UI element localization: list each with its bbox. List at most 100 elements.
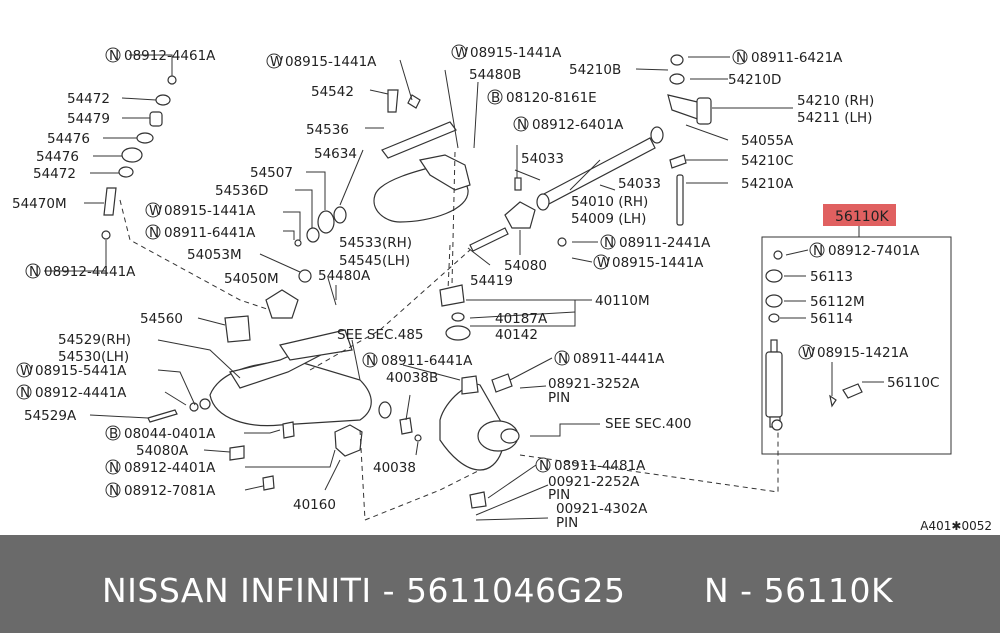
- highlight-text-layer: 56110K: [835, 209, 890, 225]
- svg-text:N: N: [736, 50, 746, 66]
- label-56114: 56114: [810, 311, 853, 327]
- label-54472-b: 54472: [33, 166, 76, 182]
- label-54053M: 54053M: [187, 247, 242, 263]
- label-54470M: 54470M: [12, 196, 67, 212]
- svg-text:N: N: [109, 48, 119, 64]
- label-pin-2: PIN: [548, 487, 570, 503]
- label-08911-6441A-mid: 08911-6441A: [164, 225, 256, 241]
- footer-bar: NISSAN INFINITI - 5611046G25 N - 56110K: [0, 535, 1000, 633]
- footer-brand-part-number: NISSAN INFINITI - 5611046G25: [102, 571, 626, 610]
- label-08915-1421A: 08915-1421A: [817, 345, 909, 361]
- label-08921-3252A: 08921-3252A: [548, 376, 640, 392]
- label-54211: 54211 (LH): [797, 110, 872, 126]
- label-08911-6441A-low: 08911-6441A: [381, 353, 473, 369]
- label-54536D: 54536D: [215, 183, 268, 199]
- label-54033-b: 54033: [618, 176, 661, 192]
- label-08915-1441A-mid: 08915-1441A: [164, 203, 256, 219]
- label-see-sec-400: SEE SEC.400: [605, 416, 692, 432]
- shock-absorber-box: N W: [761, 226, 952, 455]
- label-08912-6401A: 08912-6401A: [532, 117, 624, 133]
- ball-joint-knuckle: N N: [439, 284, 600, 521]
- label-40110M: 40110M: [595, 293, 650, 309]
- label-54080A: 54080A: [136, 443, 189, 459]
- svg-text:N: N: [366, 353, 376, 369]
- tension-rod: W B N N W: [444, 44, 664, 271]
- label-40160: 40160: [293, 497, 336, 513]
- label-pin-1: PIN: [548, 390, 570, 406]
- label-54080: 54080: [504, 258, 547, 274]
- svg-text:B: B: [109, 426, 118, 442]
- label-54210B: 54210B: [569, 62, 621, 78]
- svg-text:B: B: [491, 90, 500, 106]
- label-08915-1441A-low: 08915-1441A: [612, 255, 704, 271]
- label-54529: 54529(RH): [58, 332, 131, 348]
- dashed-leaders: [119, 151, 779, 521]
- label-08915-5441A: 08915-5441A: [35, 363, 127, 379]
- label-08912-4461A: 08912-4461A: [124, 48, 216, 64]
- label-08044-0401A: 08044-0401A: [124, 426, 216, 442]
- label-54560: 54560: [140, 311, 183, 327]
- label-54479: 54479: [67, 111, 110, 127]
- label-40038B: 40038B: [386, 370, 438, 386]
- label-54536: 54536: [306, 122, 349, 138]
- label-56112M: 56112M: [810, 294, 865, 310]
- svg-text:N: N: [20, 385, 30, 401]
- svg-text:N: N: [109, 483, 119, 499]
- label-08120-8161E: 08120-8161E: [506, 90, 597, 106]
- label-54529A: 54529A: [24, 408, 77, 424]
- label-54480B: 54480B: [469, 67, 521, 83]
- label-54634: 54634: [314, 146, 357, 162]
- label-08911-6421A: 08911-6421A: [751, 50, 843, 66]
- svg-text:W: W: [455, 45, 468, 61]
- diagram-reference-code: A401✱0052: [920, 519, 992, 533]
- svg-text:N: N: [604, 235, 614, 251]
- upper-arm-assembly: W W N: [145, 53, 471, 319]
- svg-text:N: N: [29, 264, 39, 280]
- label-54210D: 54210D: [728, 72, 781, 88]
- label-54055A: 54055A: [741, 133, 794, 149]
- label-08915-1441A-right: 08915-1441A: [470, 45, 562, 61]
- label-54010: 54010 (RH): [571, 194, 648, 210]
- label-54472-a: 54472: [67, 91, 110, 107]
- svg-text:N: N: [109, 460, 119, 476]
- stabilizer-link: N: [599, 49, 793, 226]
- label-54530: 54530(LH): [58, 349, 129, 365]
- label-08912-7401A: 08912-7401A: [828, 243, 920, 259]
- highlighted-part-label: 56110K: [835, 209, 890, 225]
- svg-text:W: W: [597, 255, 610, 271]
- label-40142: 40142: [495, 327, 538, 343]
- parts-diagram: N N W: [12, 44, 952, 531]
- label-40038: 40038: [373, 460, 416, 476]
- label-40187A: 40187A: [495, 311, 548, 327]
- svg-text:W: W: [20, 363, 33, 379]
- label-08911-2441A: 08911-2441A: [619, 235, 711, 251]
- label-54210A: 54210A: [741, 176, 794, 192]
- svg-text:N: N: [558, 351, 568, 367]
- label-54545: 54545(LH): [339, 253, 410, 269]
- label-54542: 54542: [311, 84, 354, 100]
- label-pin-3: PIN: [556, 515, 578, 531]
- label-54476-b: 54476: [36, 149, 79, 165]
- label-54210: 54210 (RH): [797, 93, 874, 109]
- label-54033-a: 54033: [521, 151, 564, 167]
- svg-text:N: N: [539, 458, 549, 474]
- footer-oem-code: N - 56110K: [704, 571, 894, 610]
- label-54480A: 54480A: [318, 268, 371, 284]
- label-54050M: 54050M: [224, 271, 279, 287]
- lower-arm-crossmember: W N B N N N: [16, 277, 461, 499]
- label-00921-4302A: 00921-4302A: [556, 501, 648, 517]
- label-54419: 54419: [470, 273, 513, 289]
- svg-text:N: N: [813, 243, 823, 259]
- label-08911-4481A: 08911-4481A: [554, 458, 646, 474]
- label-08912-4441A-low: 08912-4441A: [35, 385, 127, 401]
- label-54210C: 54210C: [741, 153, 793, 169]
- part-labels: 08912-4461A 54472 54479 54476 54476 5447…: [12, 45, 939, 531]
- label-08915-1441A-top: 08915-1441A: [285, 54, 377, 70]
- label-see-sec-485: SEE SEC.485: [337, 327, 424, 343]
- svg-text:W: W: [270, 54, 283, 70]
- label-54009: 54009 (LH): [571, 211, 646, 227]
- label-08912-7081A: 08912-7081A: [124, 483, 216, 499]
- svg-text:W: W: [149, 203, 162, 219]
- label-56110C: 56110C: [887, 375, 939, 391]
- highlighted-part-box: [823, 204, 896, 226]
